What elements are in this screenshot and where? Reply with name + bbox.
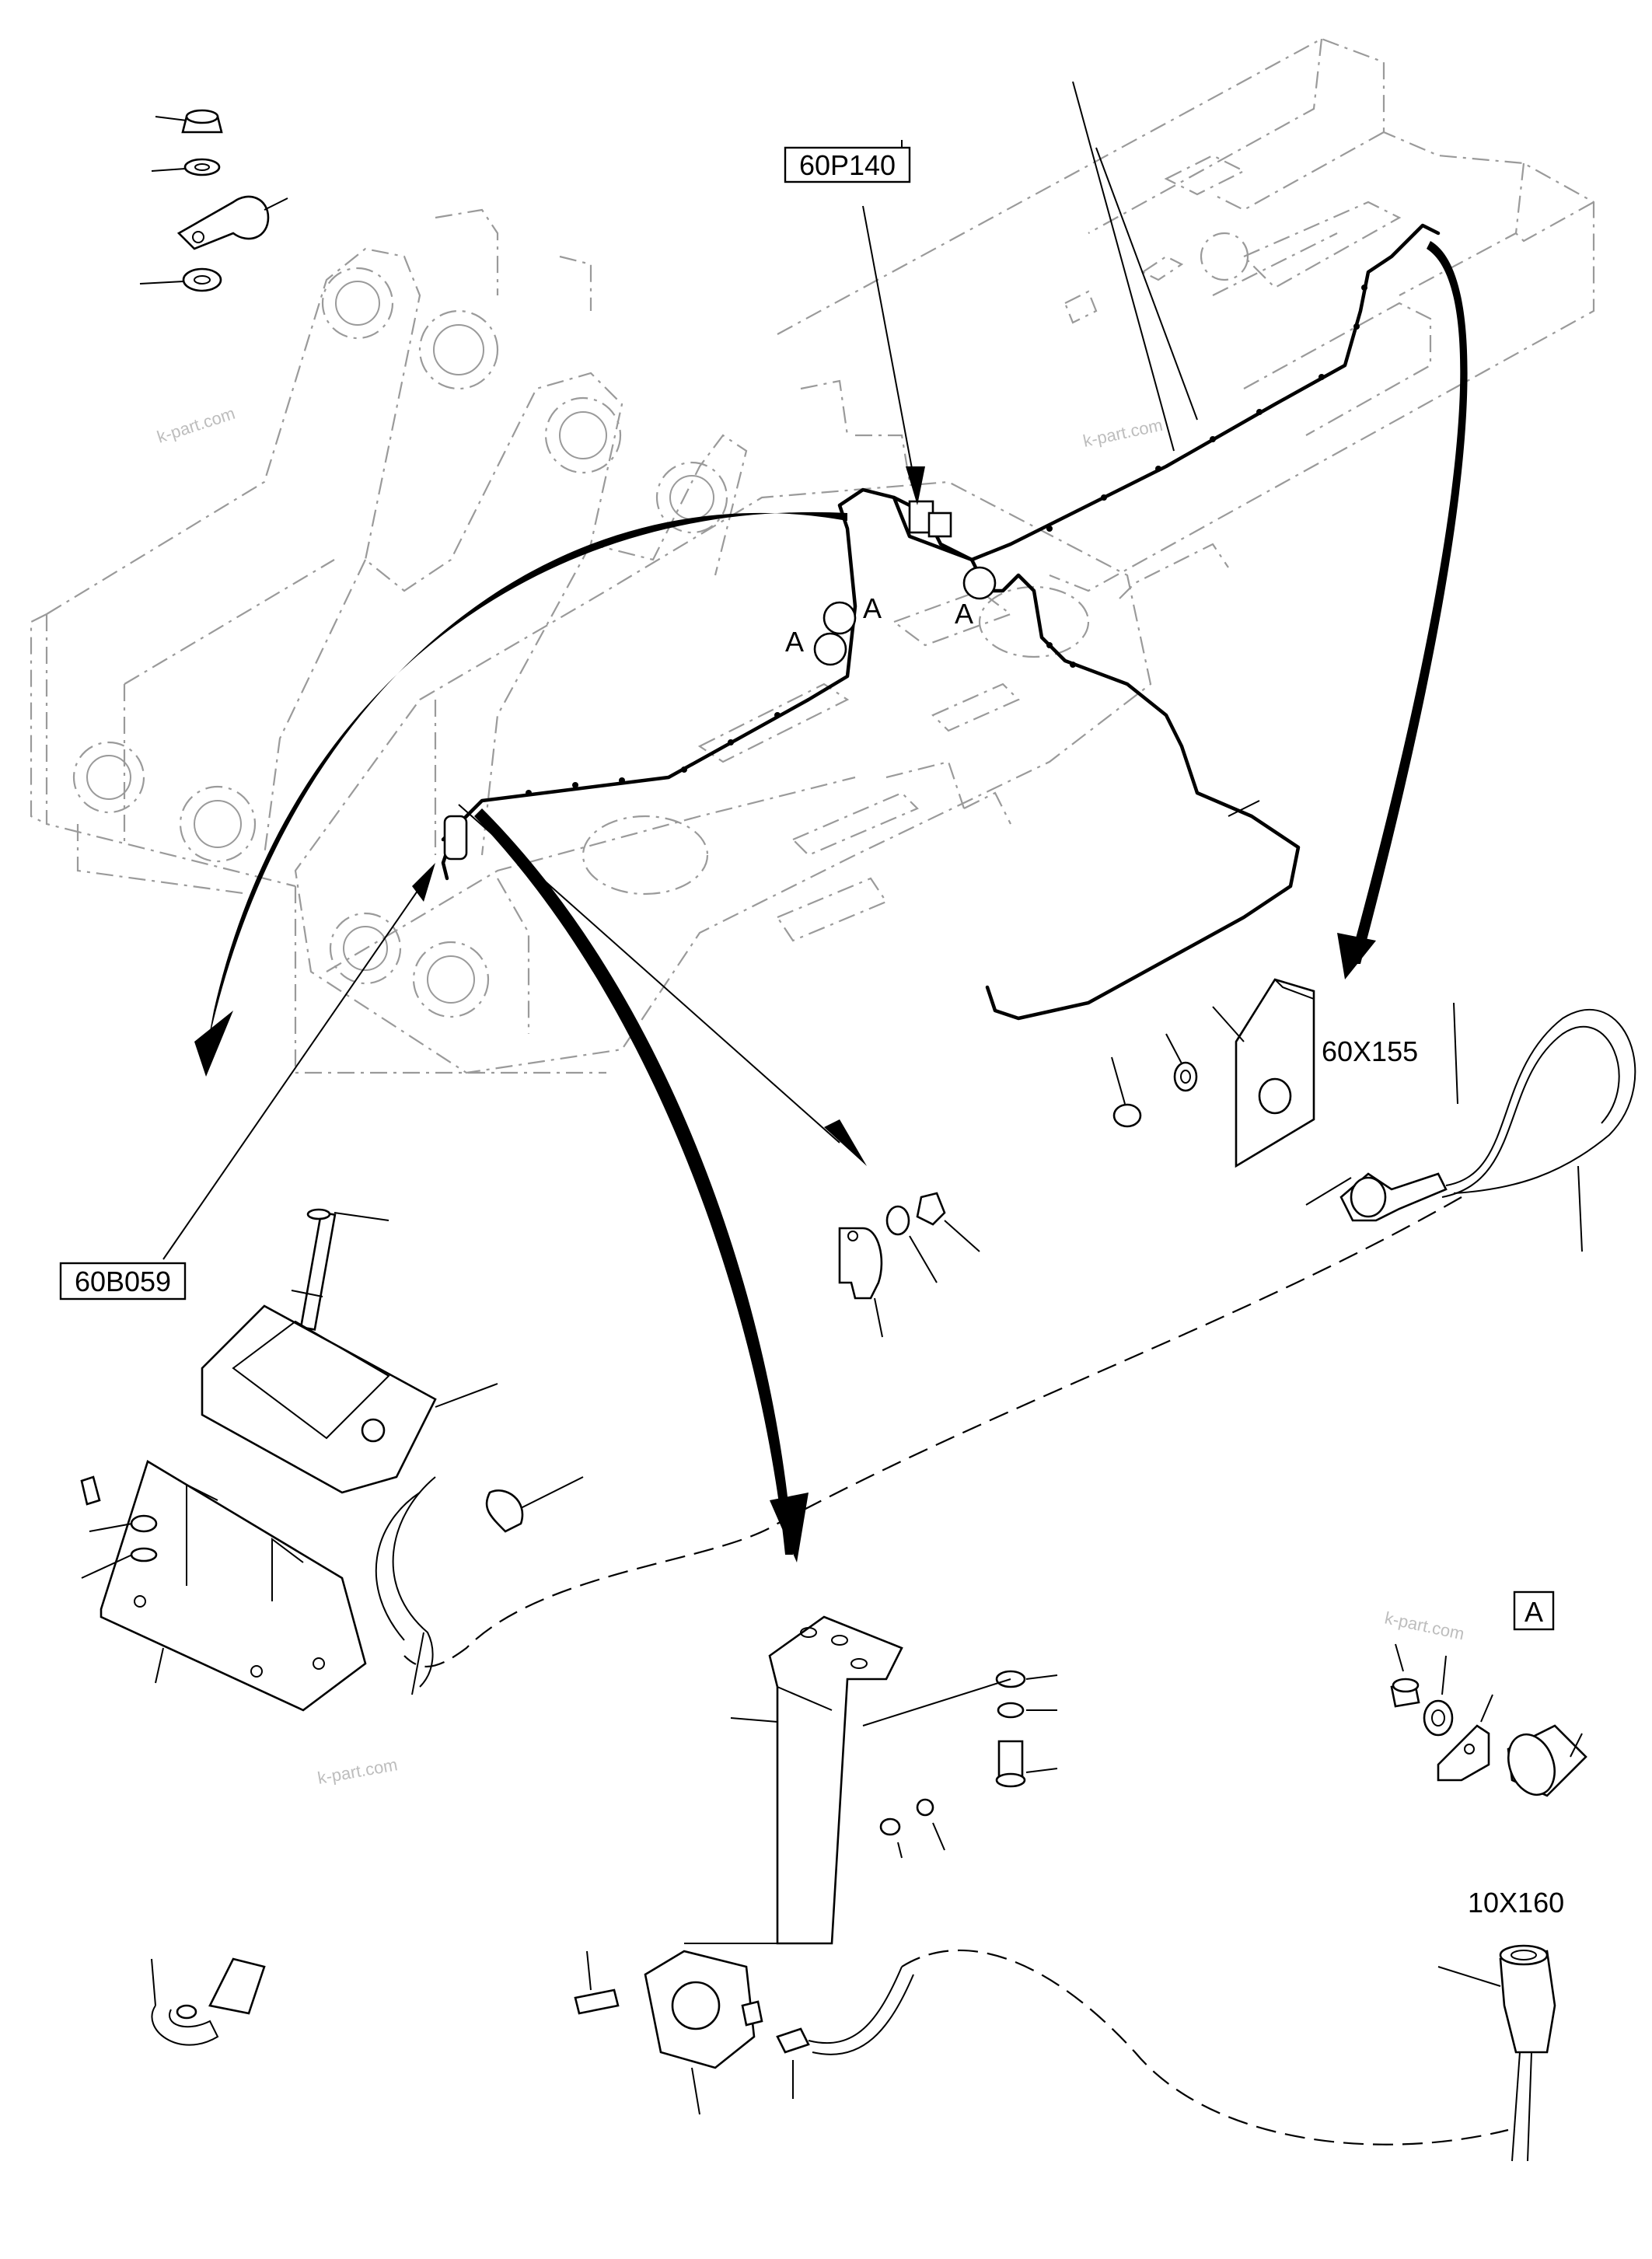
label-60b059: 60B059	[75, 1266, 171, 1297]
label-box-60p140	[784, 146, 911, 183]
machine-frame	[30, 37, 1595, 1074]
label-box-60b059	[59, 1262, 187, 1301]
detail-a	[1390, 1590, 1587, 1797]
label-60x155: 60X155	[1322, 1035, 1418, 1067]
watermark: k-part.com	[155, 403, 238, 447]
section-marker-a3: A	[955, 598, 973, 630]
wiring-harness	[441, 223, 1441, 1021]
watermark: k-part.com	[316, 1754, 400, 1788]
watermark: k-part.com	[1383, 1608, 1466, 1643]
cable-runs	[403, 1196, 1509, 2146]
clamp-assembly-center	[838, 1192, 980, 1338]
label-10x160: 10X160	[1468, 1887, 1564, 1919]
label-60p140: 60P140	[799, 149, 896, 181]
section-marker-a2: A	[863, 592, 882, 624]
clamp-assembly-top	[139, 109, 288, 292]
connector-bracket-right	[1111, 978, 1636, 1252]
callout-labels: 60P140 60X155 60B059 A 10X160 A A A	[59, 146, 1564, 1919]
section-marker-a1: A	[785, 626, 804, 658]
cable-tie	[151, 1957, 266, 2046]
bracket-lower-center	[574, 1615, 1058, 2115]
sensor-bracket-assembly	[80, 1208, 584, 1712]
label-detail-a: A	[1525, 1596, 1543, 1628]
connector-10x160	[1437, 1944, 1556, 2162]
sensor-clip	[443, 815, 468, 861]
routing-arrows	[162, 81, 1468, 1562]
leader-lines	[901, 140, 1198, 421]
watermark: k-part.com	[1081, 415, 1165, 451]
